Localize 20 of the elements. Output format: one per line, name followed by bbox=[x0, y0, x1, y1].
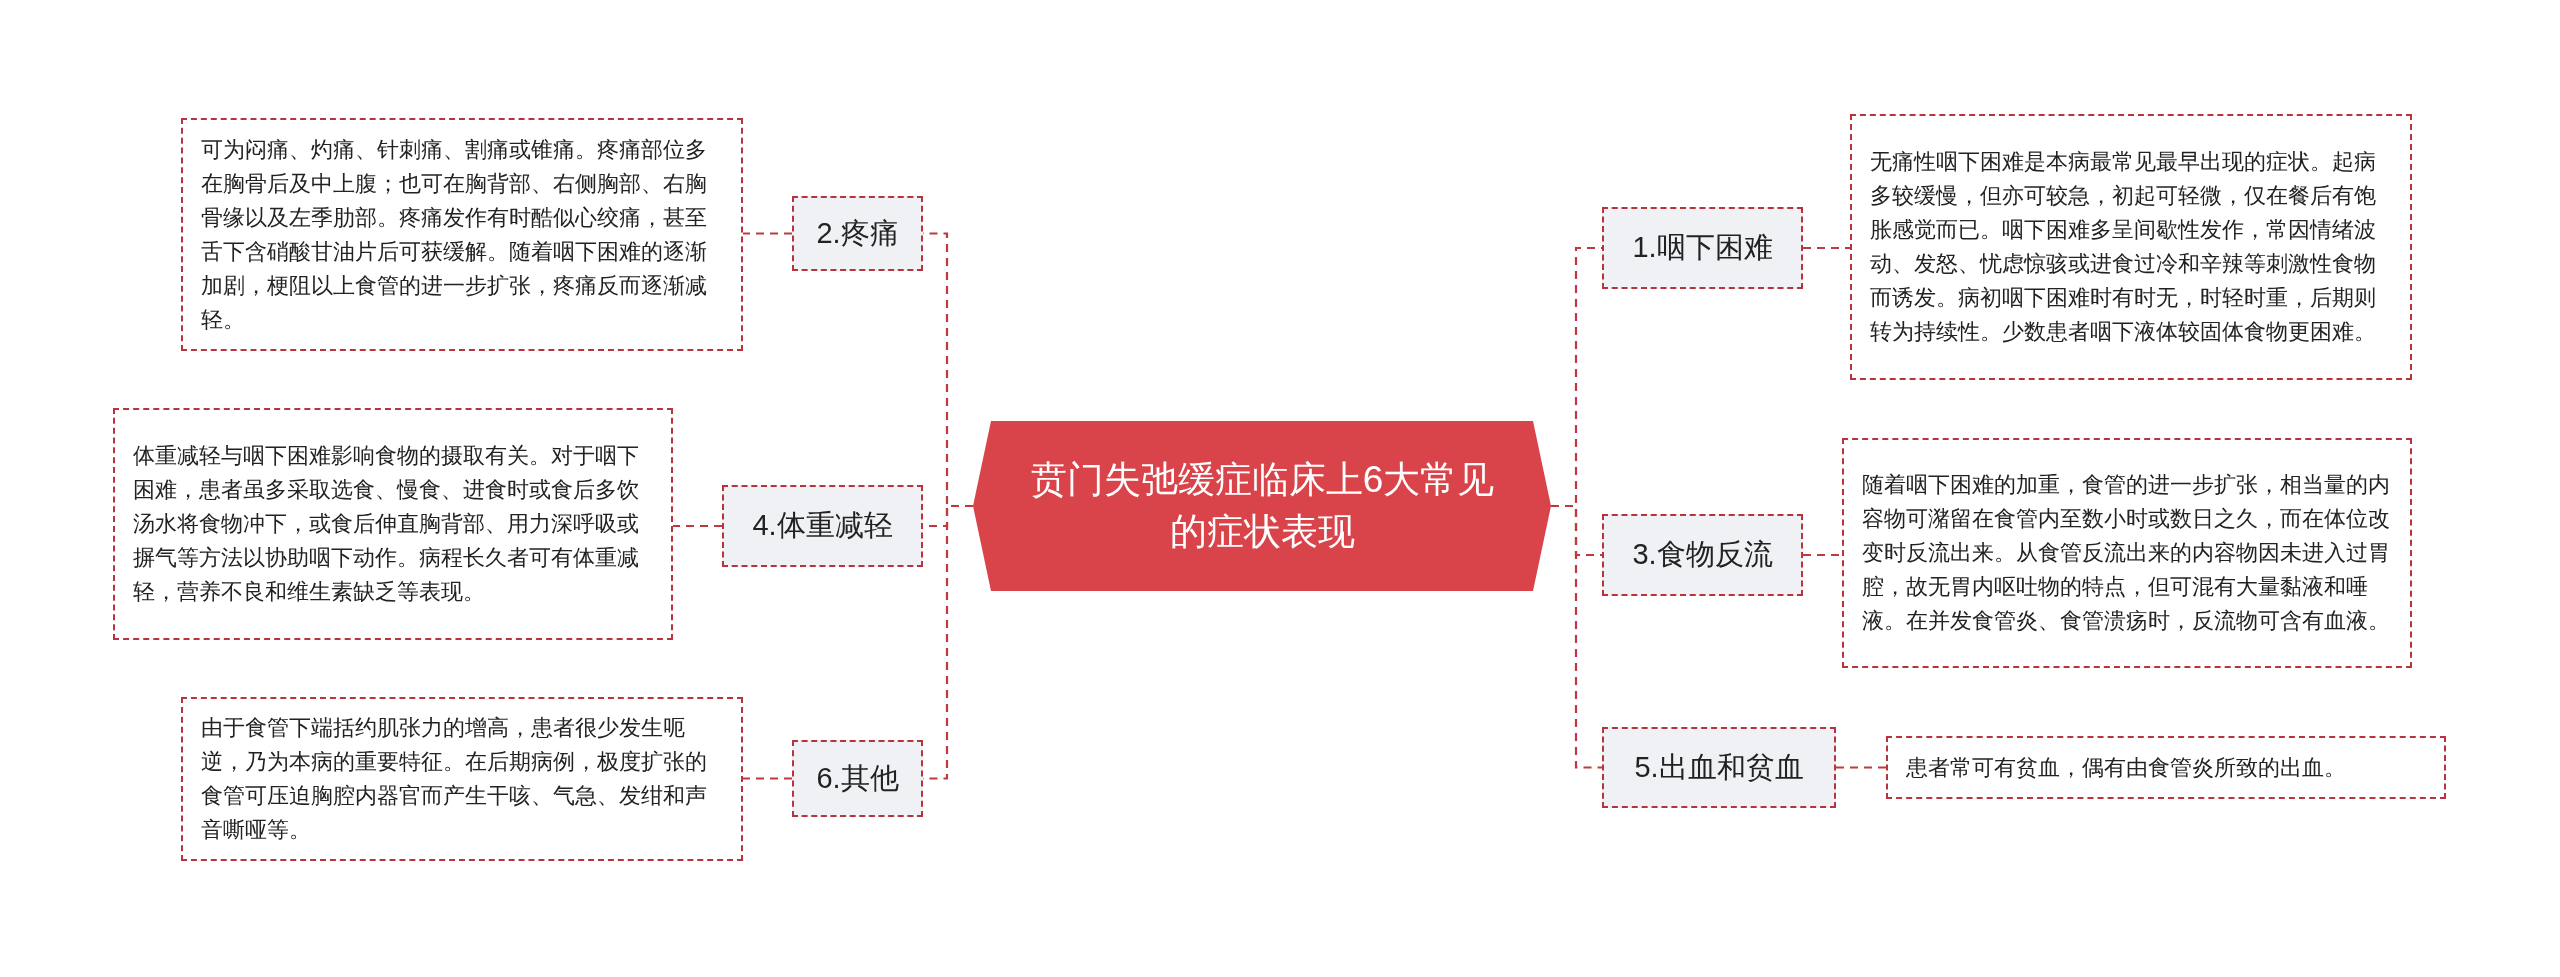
topic-box: 2.疼痛 bbox=[792, 196, 923, 271]
topic-box: 4.体重减轻 bbox=[722, 485, 923, 567]
connector bbox=[1551, 504, 1602, 769]
topic-box: 6.其他 bbox=[792, 740, 923, 817]
topic-box: 3.食物反流 bbox=[1602, 514, 1803, 596]
connector bbox=[743, 777, 792, 780]
topic-box: 1.咽下困难 bbox=[1602, 207, 1803, 289]
note-box: 患者常可有贫血，偶有由食管炎所致的出血。 bbox=[1886, 736, 2446, 799]
note-box: 体重减轻与咽下困难影响食物的摄取有关。对于咽下困难，患者虽多采取选食、慢食、进食时或食后多饮汤水将食物冲下，或食后伸直胸背部、用力深呼吸或摒气等方法以协助咽下动作。病程长久者可有体重减轻，营养不良和维生素缺乏等表现。 bbox=[113, 408, 673, 640]
note-box: 无痛性咽下困难是本病最常见最早出现的症状。起病多较缓慢，但亦可较急，初起可轻微，仅在餐后有饱胀感觉而已。咽下困难多呈间歇性发作，常因情绪波动、发怒、忧虑惊骇或进食过冷和辛辣等刺激性食物而诱发。病初咽下困难时有时无，时轻时重，后期则转为持续性。少数患者咽下液体较固体食物更困难。 bbox=[1850, 114, 2412, 380]
connector bbox=[1803, 246, 1850, 250]
note-box: 可为闷痛、灼痛、针刺痛、割痛或锥痛。疼痛部位多在胸骨后及中上腹；也可在胸背部、右侧胸部、右胸骨缘以及左季肋部。疼痛发作有时酷似心绞痛，甚至舌下含硝酸甘油片后可获缓解。随着咽下困难的逐渐加剧，梗阻以上食管的进一步扩张，疼痛反而逐渐减轻。 bbox=[181, 118, 743, 351]
connector bbox=[1803, 553, 1842, 557]
topic-box: 5.出血和贫血 bbox=[1602, 727, 1836, 808]
connector bbox=[743, 232, 792, 235]
note-box: 随着咽下困难的加重，食管的进一步扩张，相当量的内容物可潴留在食管内至数小时或数日之久，而在体位改变时反流出来。从食管反流出来的内容物因未进入过胃腔，故无胃内呕吐物的特点，但可混有大量黏液和唾液。在并发食管炎、食管溃疡时，反流物可含有血液。 bbox=[1842, 438, 2412, 668]
connector bbox=[673, 524, 722, 528]
note-box: 由于食管下端括约肌张力的增高，患者很少发生呃逆，乃为本病的重要特征。在后期病例，极度扩张的食管可压迫胸腔内器官而产生干咳、气急、发绀和声音嘶哑等。 bbox=[181, 697, 743, 861]
central-topic: 贲门失弛缓症临床上6大常见的症状表现 bbox=[973, 421, 1551, 591]
connector bbox=[1836, 766, 1886, 769]
